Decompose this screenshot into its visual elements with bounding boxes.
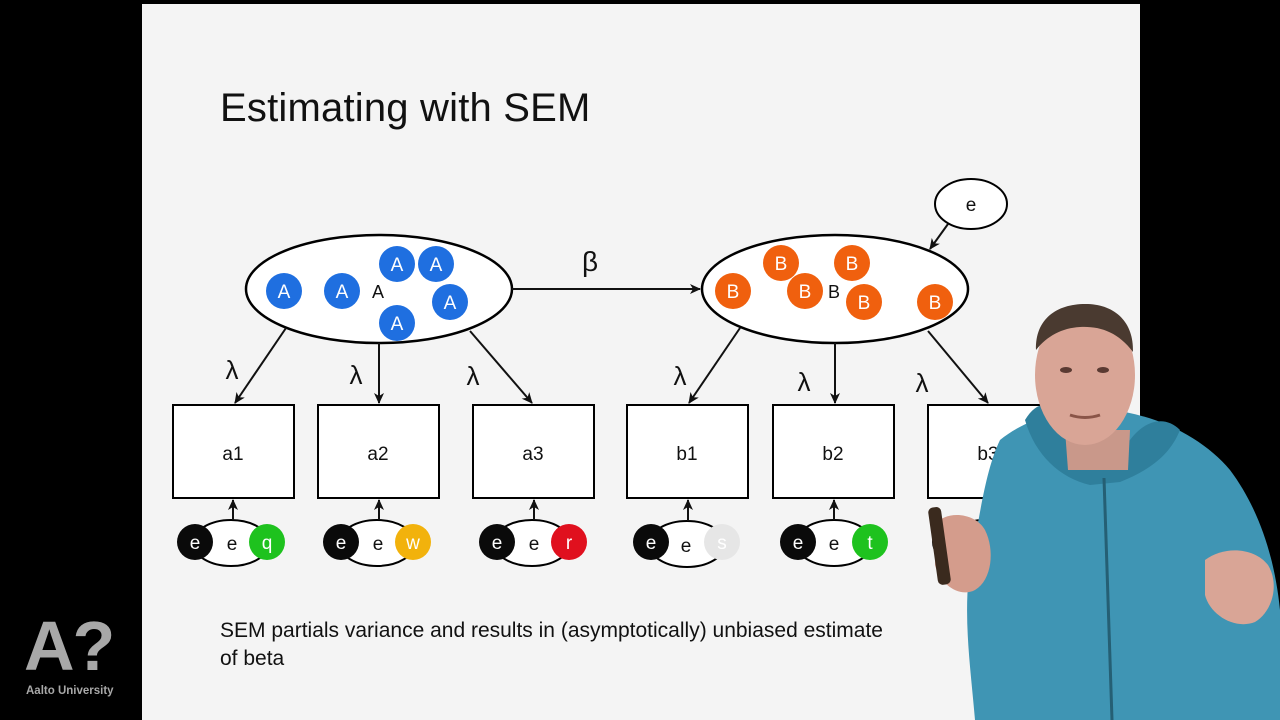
slide-caption: SEM partials variance and results in (as… <box>220 617 1020 673</box>
caption-line-1: SEM partials variance and results in (as… <box>220 619 883 642</box>
lambda-label: λ <box>467 361 480 391</box>
latent-a-token: A <box>418 246 454 282</box>
latent-b-token-label: B <box>799 282 812 303</box>
latent-a-token-label: A <box>444 293 457 314</box>
caption-line-2: of beta <box>220 647 285 670</box>
loading-arrow <box>469 330 533 404</box>
lambda-label: λ <box>916 368 929 398</box>
error-left-label: e <box>190 533 201 554</box>
latent-a-token-label: A <box>278 282 291 303</box>
presenter-hair <box>1035 303 1134 352</box>
error-right-label: w <box>405 533 420 554</box>
aalto-logo-mark: A? <box>24 607 115 685</box>
indicator-label: b1 <box>676 444 697 465</box>
indicator-label: b2 <box>822 444 843 465</box>
error-left-label: e <box>646 533 657 554</box>
indicator-a2: a2 <box>317 404 440 499</box>
latent-b-token-label: B <box>775 254 788 275</box>
error-group-a3: e e r <box>479 499 587 567</box>
latent-b-token-label: B <box>727 282 740 303</box>
presenter-hoodie <box>967 408 1280 720</box>
indicator-b2: b2 <box>772 404 895 499</box>
error-right-label: t <box>867 533 873 554</box>
presenter-right-hand <box>1205 550 1274 625</box>
latent-a-token: A <box>379 305 415 341</box>
latent-b-token-label: B <box>858 293 871 314</box>
indicator-label: a2 <box>367 444 388 465</box>
latent-a-token: A <box>266 273 302 309</box>
error-mid-label: e <box>373 534 384 555</box>
latent-b-token: B <box>763 245 799 281</box>
disturbance-label: e <box>966 195 977 216</box>
latent-b-token: B <box>917 284 953 320</box>
indicator-label: a3 <box>522 444 543 465</box>
latent-a-token: A <box>379 246 415 282</box>
error-left-label: e <box>492 533 503 554</box>
indicator-a1: a1 <box>172 404 295 499</box>
error-group-b1: e e s <box>633 499 740 568</box>
error-right-label: q <box>262 533 273 554</box>
error-group-a2: e e w <box>323 499 431 567</box>
latent-b-token: B <box>846 284 882 320</box>
presenter-head <box>1035 305 1135 445</box>
error-group-a1: e e q <box>177 499 285 567</box>
loading-arrow <box>927 330 989 404</box>
beta-label: β <box>582 246 598 277</box>
latent-a-token-label: A <box>430 255 443 276</box>
error-right-label: r <box>566 533 573 554</box>
latent-b-token-label: B <box>846 254 859 275</box>
aalto-logo-text: Aalto University <box>26 685 114 697</box>
error-mid-label: e <box>529 534 540 555</box>
latent-b-token: B <box>787 273 823 309</box>
latent-a-token: A <box>324 273 360 309</box>
loading-arrow <box>234 327 287 404</box>
disturbance-node <box>934 178 1008 230</box>
indicator-label: a1 <box>222 444 243 465</box>
error-group-b2: e e t <box>780 499 888 567</box>
lambda-label: λ <box>674 361 687 391</box>
latent-b-token-label: B <box>929 293 942 314</box>
loading-arrow <box>688 327 741 404</box>
indicator-b1: b1 <box>626 404 749 499</box>
latent-a-token-label: A <box>336 282 349 303</box>
latent-b-label: B <box>828 282 840 302</box>
presenter-zipper <box>1102 477 1114 720</box>
clicker-icon <box>928 507 951 585</box>
error-mid-label: e <box>681 536 692 557</box>
error-right-label: s <box>717 533 727 554</box>
slide-title: Estimating with SEM <box>220 86 591 130</box>
indicator-a3: a3 <box>472 404 595 499</box>
disturbance-arrow <box>929 223 949 250</box>
latent-a-token: A <box>432 284 468 320</box>
error-left-label: e <box>793 533 804 554</box>
error-left-label: e <box>336 533 347 554</box>
lambda-label: λ <box>350 360 363 390</box>
latent-a-token-label: A <box>391 255 404 276</box>
latent-b-token: B <box>834 245 870 281</box>
error-mid-label: e <box>829 534 840 555</box>
latent-b-token: B <box>715 273 751 309</box>
error-mid-label: e <box>227 534 238 555</box>
lambda-label: λ <box>798 367 811 397</box>
lambda-label: λ <box>226 355 239 385</box>
latent-a-token-label: A <box>391 314 404 335</box>
latent-a-label: A <box>372 282 384 302</box>
